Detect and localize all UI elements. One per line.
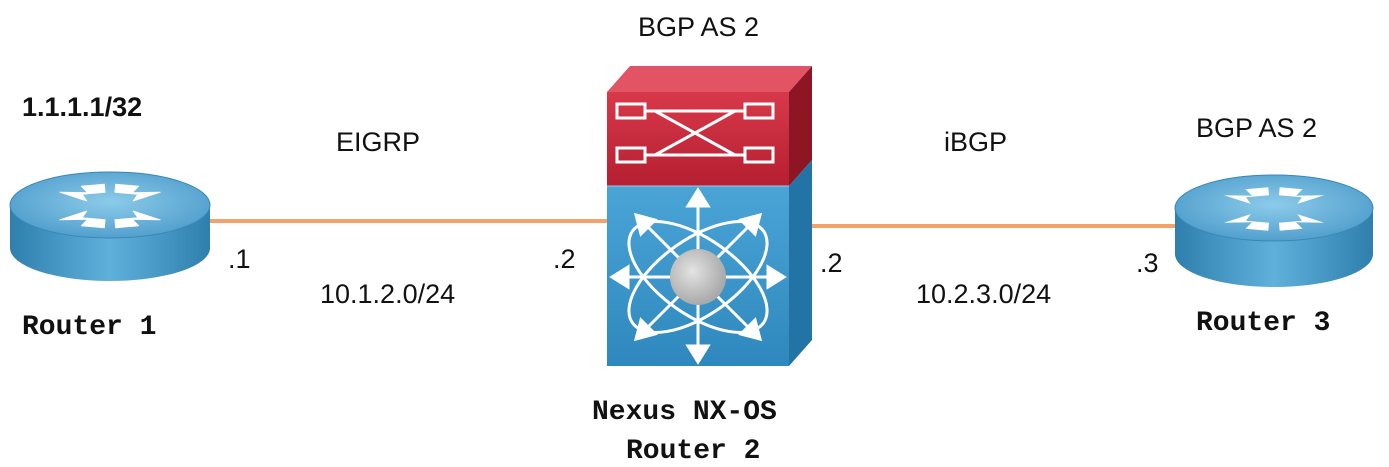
router-1-interface: .1 — [228, 244, 251, 274]
link-right-subnet: 10.2.3.0/24 — [916, 279, 1052, 309]
router-2-name-line2: Router 2 — [626, 436, 761, 467]
router-1-icon[interactable] — [9, 171, 211, 281]
router-2-left-interface: .2 — [553, 244, 576, 274]
router-3-interface: .3 — [1136, 248, 1159, 278]
link-left-subnet: 10.1.2.0/24 — [320, 279, 456, 309]
nexus-switch-icon[interactable] — [607, 66, 812, 366]
router-3-name: Router 3 — [1196, 308, 1331, 339]
router-3-icon[interactable] — [1174, 174, 1374, 287]
router-1-name: Router 1 — [22, 312, 157, 343]
link-right-protocol: iBGP — [944, 127, 1008, 157]
router-2-right-interface: .2 — [820, 248, 843, 278]
router-2-name-line1: Nexus NX-OS — [592, 397, 777, 428]
link-left-protocol: EIGRP — [336, 127, 421, 157]
router-1-prefix: 1.1.1.1/32 — [22, 92, 143, 122]
router-3-as-label: BGP AS 2 — [1196, 113, 1318, 143]
router-2-as-label: BGP AS 2 — [638, 12, 760, 42]
